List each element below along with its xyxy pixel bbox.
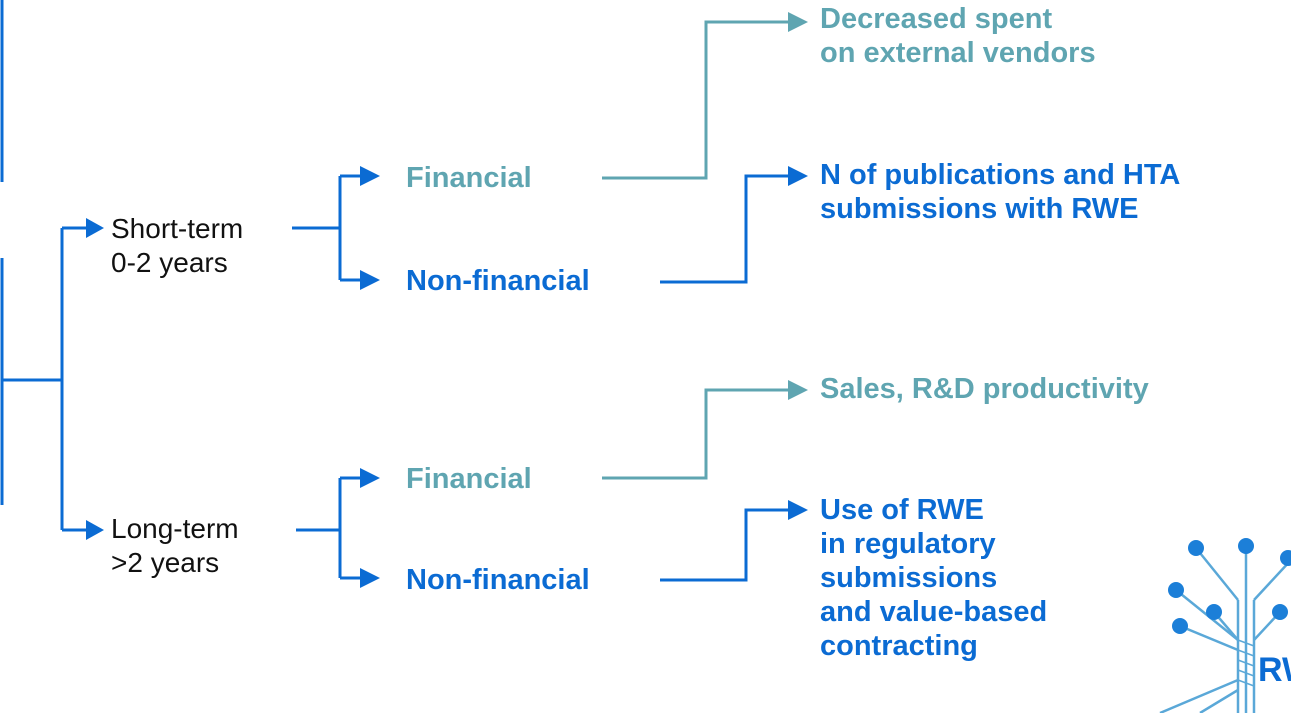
short-financial-arrowhead [360,166,380,186]
short-nonfinancial-outcome-arrowhead [788,166,808,186]
long-nonfinancial-connector [660,508,790,582]
short-financial-outcome: Decreased spent on external vendors [820,3,1096,69]
short-term-arrowhead [86,218,104,238]
term-arrowheads [86,218,104,540]
long-term-arrowhead [86,520,104,540]
short-term-split [292,174,362,282]
short-financial-connector [602,20,790,180]
short-term-label: Short-term 0-2 years [111,213,244,278]
root-connector [0,0,88,532]
short-nonfinancial-outcome: N of publications and HTA submissions wi… [820,159,1181,225]
long-financial-arrowhead [360,468,380,488]
short-nonfinancial-connector [660,174,790,284]
tree-network-logo-icon [1159,538,1291,713]
long-financial-outcome-arrowhead [788,380,808,400]
short-financial-label: Financial [406,162,532,194]
short-nonfinancial-label: Non-financial [406,265,590,297]
long-term-label: Long-term >2 years [111,513,239,578]
long-nonfinancial-arrowhead [360,568,380,588]
long-financial-connector [602,388,790,480]
long-nonfinancial-outcome-arrowhead [788,500,808,520]
logo-text: RWE [1258,651,1291,689]
long-term-split [296,476,362,580]
long-financial-label: Financial [406,463,532,495]
short-nonfinancial-arrowhead [360,270,380,290]
long-financial-outcome: Sales, R&D productivity [820,373,1149,405]
short-financial-outcome-arrowhead [788,12,808,32]
long-nonfinancial-label: Non-financial [406,564,590,596]
long-nonfinancial-outcome: Use of RWE in regulatory submissions and… [820,494,1048,662]
